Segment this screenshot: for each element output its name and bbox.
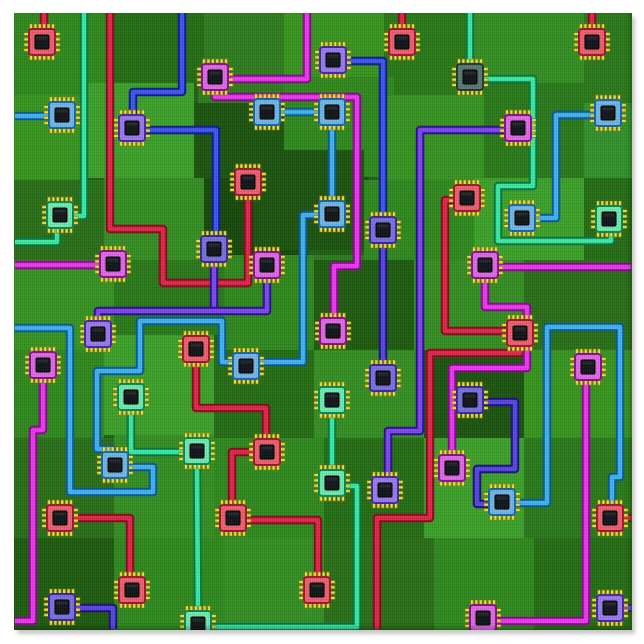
chip-icon — [298, 571, 336, 609]
circuit-trace — [126, 409, 184, 457]
chip-icon — [313, 464, 351, 502]
circuit-trace — [372, 345, 525, 629]
chip-icon — [314, 312, 352, 350]
chip-icon — [177, 330, 215, 368]
chip-icon — [569, 348, 607, 386]
chip-icon — [464, 599, 502, 630]
fabric-area — [14, 13, 632, 630]
chip-icon — [383, 23, 421, 61]
chip-icon — [41, 499, 79, 537]
circuit-trace — [192, 463, 203, 613]
circuit-trace — [72, 513, 135, 577]
chip-icon — [591, 499, 629, 537]
circuit-trace — [245, 515, 323, 577]
circuit-trace — [210, 89, 362, 318]
background-patch — [114, 13, 204, 83]
circuit-trace — [105, 13, 253, 288]
chip-icon — [196, 58, 234, 96]
chip-icon — [24, 346, 62, 384]
chip-icon — [503, 199, 541, 237]
chip-icon — [113, 571, 151, 609]
circuit-trace — [211, 481, 362, 630]
circuit-trace — [536, 110, 595, 223]
chip-icon — [227, 347, 265, 385]
chip-icon — [589, 94, 627, 132]
chip-icon — [364, 359, 402, 397]
circuit-trace — [15, 323, 158, 497]
circuit-trace — [228, 13, 312, 84]
chip-icon — [112, 378, 150, 416]
chip-icon — [451, 381, 489, 419]
chip-icon — [79, 315, 117, 353]
chip-icon — [451, 58, 489, 96]
chip-icon — [313, 381, 351, 419]
chip-icon — [433, 449, 471, 487]
chip-icon — [313, 195, 351, 233]
chip-icon — [466, 246, 504, 284]
background-patch — [474, 13, 584, 83]
chip-icon — [113, 109, 151, 147]
chip-icon — [501, 314, 539, 352]
circuit-trace — [259, 210, 321, 367]
circuit-trace — [145, 125, 221, 236]
chip-icon — [96, 446, 134, 484]
chip-icon — [248, 246, 286, 284]
chip-icon — [483, 483, 521, 521]
chip-icon — [573, 23, 611, 61]
background-patch — [384, 95, 484, 180]
circuit-trace — [75, 603, 118, 629]
background-patch — [254, 150, 364, 250]
chip-icon — [43, 588, 81, 626]
chip-icon — [41, 196, 79, 234]
chip-icon — [314, 41, 352, 79]
chip-icon — [178, 432, 216, 470]
chip-icon — [248, 433, 286, 471]
circuit-trace — [472, 397, 520, 509]
circuit-trace — [497, 379, 591, 626]
chip-icon — [43, 96, 81, 134]
chip-icon — [366, 471, 404, 509]
circuit-trace — [516, 322, 625, 508]
circuit-trace — [191, 361, 271, 439]
chip-icon — [499, 109, 537, 147]
circuit-trace — [227, 447, 255, 505]
circuit-trace — [15, 377, 48, 626]
chip-icon — [229, 163, 267, 201]
chip-icon — [591, 589, 629, 627]
chip-icon — [313, 93, 351, 131]
circuit-trace — [483, 74, 616, 246]
chip-icon — [248, 93, 286, 131]
chip-icon — [23, 23, 61, 61]
circuit-trace — [128, 13, 187, 115]
circuit-trace — [346, 56, 388, 217]
chip-icon — [179, 605, 217, 630]
chip-icon — [448, 179, 486, 217]
background-patch — [524, 260, 632, 350]
chip-icon — [94, 245, 132, 283]
chip-icon — [590, 200, 628, 238]
chip-icon — [195, 230, 233, 268]
circuit-trace — [93, 277, 272, 321]
chip-icon — [364, 211, 402, 249]
circuit-trace — [383, 125, 505, 477]
chip-icon — [214, 499, 252, 537]
